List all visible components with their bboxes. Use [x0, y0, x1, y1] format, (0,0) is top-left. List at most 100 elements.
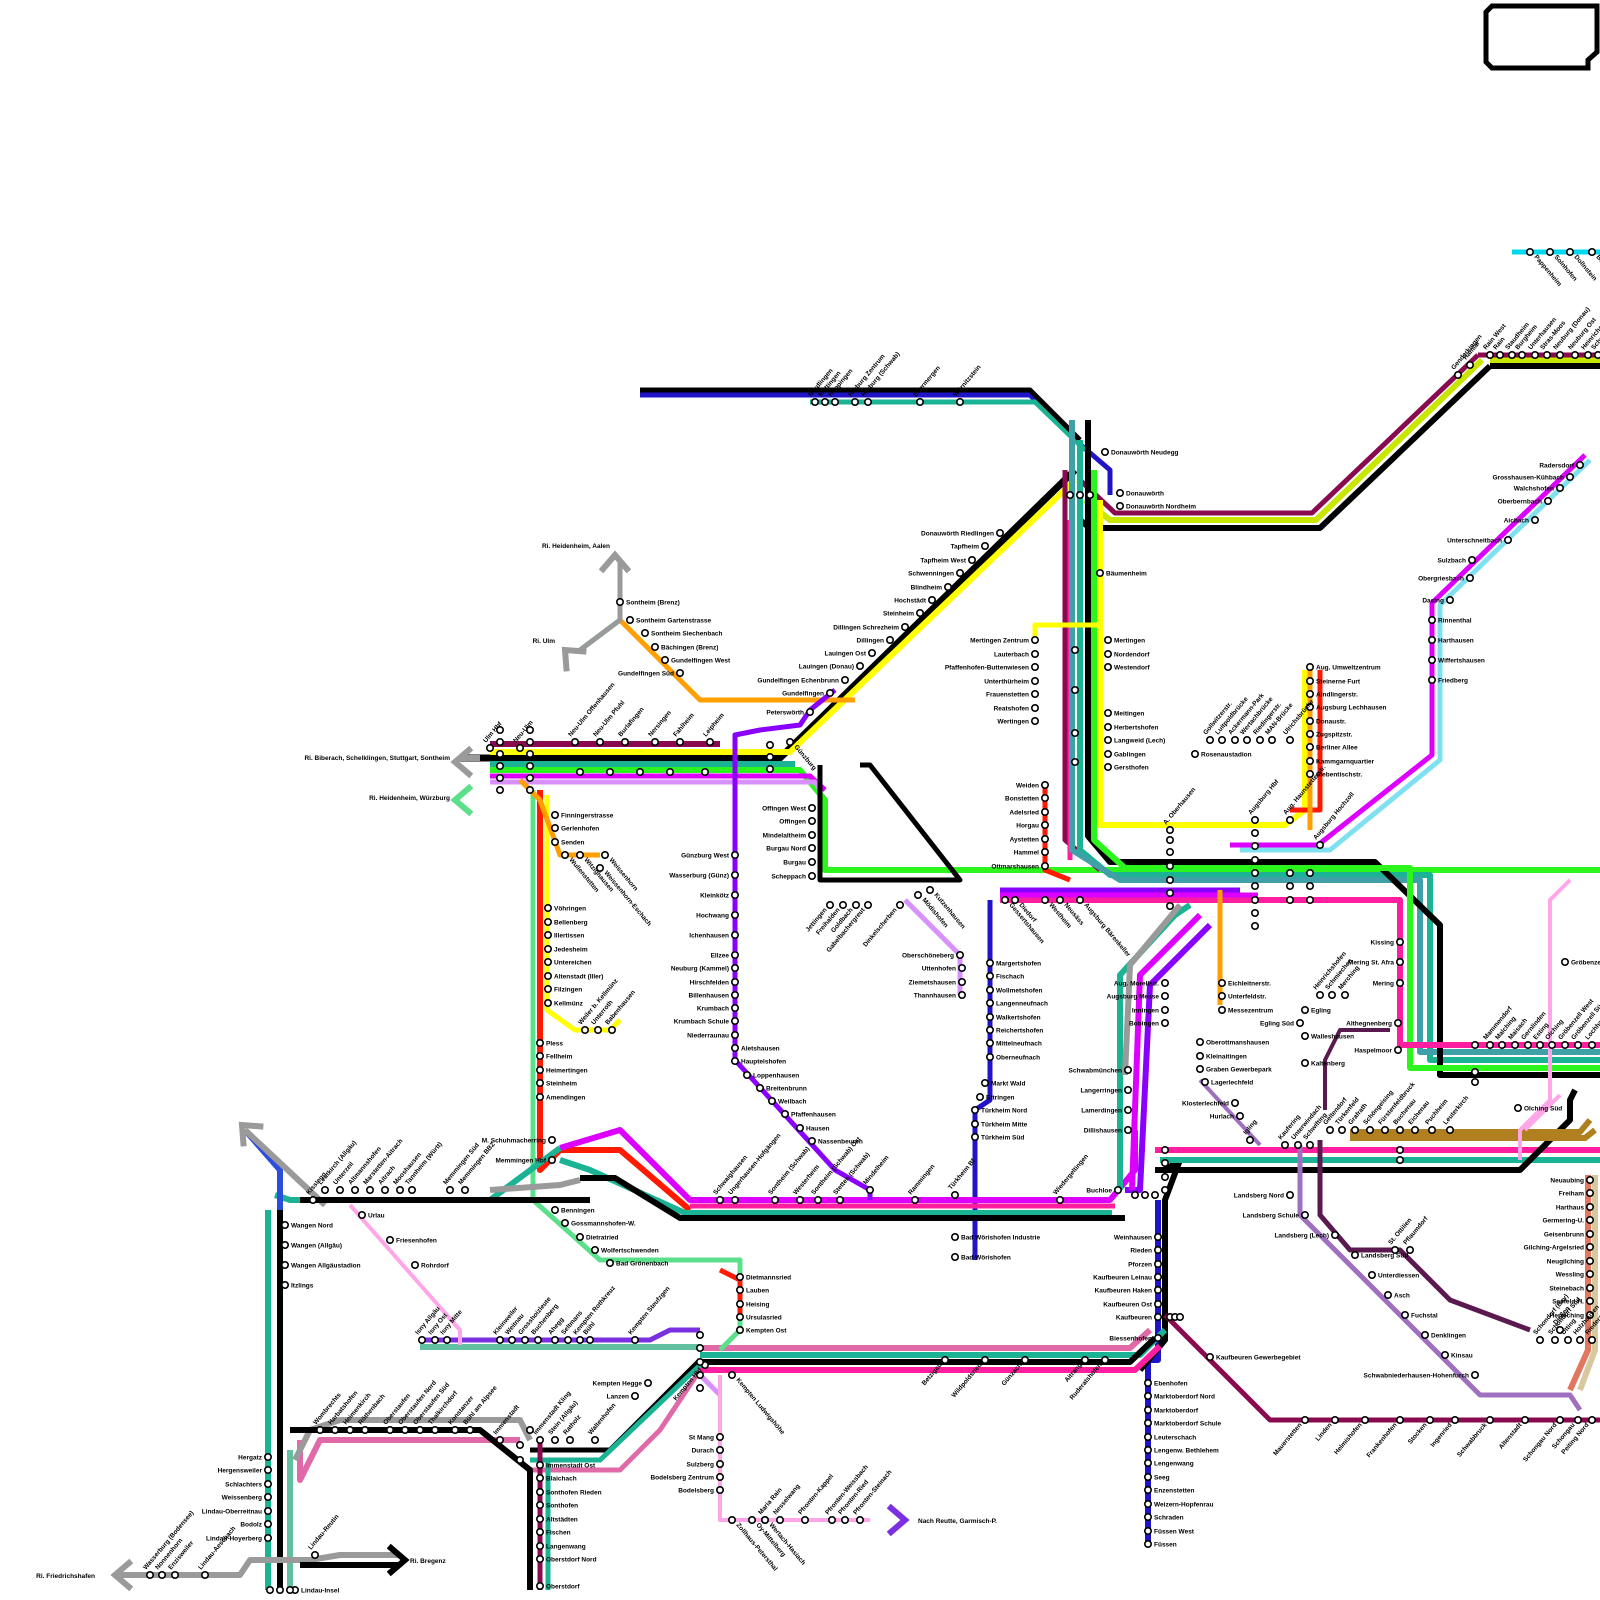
station-dot-memmingen-bbz[interactable]: [460, 1186, 469, 1195]
station-dot-altenstadt-iller[interactable]: [543, 971, 552, 980]
station-dot-mindelheim[interactable]: [865, 1186, 874, 1195]
station-dot-lanzen[interactable]: [630, 1392, 639, 1401]
station-dot-harthaus[interactable]: [1586, 1203, 1595, 1212]
station-dot-bühl[interactable]: [585, 1336, 594, 1345]
station-dot-gablingen[interactable]: [1104, 749, 1113, 758]
station-dot-enzisweiler[interactable]: [171, 1571, 180, 1580]
station-dot-finningerstrasse[interactable]: [550, 810, 559, 819]
station-dot-langenwang[interactable]: [535, 1542, 544, 1551]
station-dot-freihalden[interactable]: [838, 900, 847, 909]
station-dot-grosshoizleute[interactable]: [520, 1336, 529, 1345]
station-dot-ebenhofen[interactable]: [1144, 1379, 1153, 1388]
station-dot-schwaighausen[interactable]: [715, 1196, 724, 1205]
station-dot-unterthürheim[interactable]: [1031, 676, 1040, 685]
station-dot[interactable]: [605, 767, 614, 776]
station-dot-pfronten-kappel[interactable]: [800, 1516, 809, 1525]
station-dot-günzach[interactable]: [1020, 1356, 1029, 1365]
station-dot-landsberg-lech[interactable]: [1331, 1231, 1340, 1240]
station-dot-augsburg-messe[interactable]: [1161, 991, 1170, 1000]
station-dot-burgau-nord[interactable]: [807, 843, 816, 852]
station-dot-blaichach[interactable]: [535, 1474, 544, 1483]
station-dot-pappenheim[interactable]: [1526, 248, 1535, 257]
station-dot-sontheim-gartenstrasse[interactable]: [625, 615, 634, 624]
station-dot-jettingen[interactable]: [825, 900, 834, 909]
station-dot-steinheim[interactable]: [915, 608, 924, 617]
station-dot-ebermergen[interactable]: [915, 397, 924, 406]
station-dot-neuburg-kammel[interactable]: [730, 963, 739, 972]
station-dot-mering[interactable]: [1396, 978, 1405, 987]
station-dot-lengenwang[interactable]: [1144, 1459, 1153, 1468]
station-dot-bellenberg[interactable]: [543, 917, 552, 926]
station-dot-unterdiessen[interactable]: [1368, 1271, 1377, 1280]
station-dot-kempten-steufzgen[interactable]: [630, 1336, 639, 1345]
station-dot-lauben[interactable]: [735, 1286, 744, 1295]
station-dot-unterschneitbach[interactable]: [1504, 535, 1513, 544]
station-dot-augsburg-hbf[interactable]: [1251, 815, 1260, 824]
station-dot[interactable]: [1161, 1146, 1170, 1155]
station-dot[interactable]: [1166, 835, 1175, 844]
station-dot-donaustr[interactable]: [1306, 716, 1315, 725]
station-dot-freiham[interactable]: [1586, 1189, 1595, 1198]
station-dot[interactable]: [765, 764, 774, 773]
station-dot-betzigau[interactable]: [940, 1356, 949, 1365]
station-dot-ingenried[interactable]: [1451, 1416, 1460, 1425]
station-dot-lauingen-donau[interactable]: [855, 661, 864, 670]
station-dot-burgau[interactable]: [807, 857, 816, 866]
station-dot-klosterlechfeld[interactable]: [1231, 1099, 1240, 1108]
station-dot-isny-mitte[interactable]: [442, 1336, 451, 1345]
station-dot-senden[interactable]: [550, 837, 559, 846]
station-dot-unterzeil[interactable]: [335, 1186, 344, 1195]
station-dot-man-brücke[interactable]: [1268, 735, 1277, 744]
station-dot-althegnenberg[interactable]: [1394, 1018, 1403, 1027]
station-dot[interactable]: [1251, 868, 1260, 877]
station-dot-gundelfingen-west[interactable]: [660, 655, 669, 664]
station-dot-fischach[interactable]: [985, 971, 994, 980]
station-dot-gossmannshofen-w[interactable]: [560, 1219, 569, 1228]
station-dot-heinrichsheim[interactable]: [1584, 350, 1593, 359]
station-dot-oberottmanshausen[interactable]: [1196, 1038, 1205, 1047]
station-dot-kempten-hegge[interactable]: [643, 1379, 652, 1388]
station-dot-gundelfingen-echenbrunn[interactable]: [840, 675, 849, 684]
station-dot-schöngeising[interactable]: [1366, 1126, 1375, 1135]
station-dot-sulzbach[interactable]: [1468, 555, 1477, 564]
station-dot-bodolz[interactable]: [263, 1520, 272, 1529]
station-dot-hochstädt[interactable]: [927, 595, 936, 604]
station-dot[interactable]: [695, 1331, 704, 1340]
station-dot-leuterkirch[interactable]: [1446, 1126, 1455, 1135]
station-dot[interactable]: [1396, 1146, 1405, 1155]
station-dot-ungerhausen-hofgängen[interactable]: [730, 1196, 739, 1205]
station-dot-neuaubing[interactable]: [1586, 1176, 1595, 1185]
station-dot-bad-wörishofen-industrie[interactable]: [950, 1233, 959, 1242]
station-dot-kempten-rothkreuz[interactable]: [575, 1336, 584, 1345]
station-dot-füssen[interactable]: [1144, 1540, 1153, 1549]
station-dot-wörnitzstein[interactable]: [955, 397, 964, 406]
station-dot-messezentrum[interactable]: [1218, 1005, 1227, 1014]
station-dot[interactable]: [575, 767, 584, 776]
station-dot-stein-allgäu[interactable]: [550, 1436, 559, 1445]
station-dot-gersthofen[interactable]: [1104, 762, 1113, 771]
station-dot-a-oberhausen[interactable]: [1166, 825, 1175, 834]
station-dot-ulrichsbrücke[interactable]: [1286, 735, 1295, 744]
station-dot-reichertshofen[interactable]: [985, 1026, 994, 1035]
station-dot-offingen-west[interactable]: [807, 803, 816, 812]
station-dot-kempten-ludwigshöhe[interactable]: [727, 1371, 736, 1380]
station-dot-lagerlechfeld[interactable]: [1201, 1078, 1210, 1087]
station-dot-kaufbeuren[interactable]: [1154, 1313, 1163, 1322]
station-dot[interactable]: [1471, 1068, 1480, 1077]
station-dot-igling[interactable]: [1246, 1136, 1255, 1145]
station-dot-dasing[interactable]: [1446, 595, 1455, 604]
station-dot-fellheim[interactable]: [535, 1052, 544, 1061]
station-dot-dinkelscherben[interactable]: [895, 900, 904, 909]
station-dot-pfaffenhofen-buttenwiesen[interactable]: [1031, 662, 1040, 671]
station-dot-aug-morellstr[interactable]: [1161, 978, 1170, 987]
station-dot-st-mang[interactable]: [715, 1433, 724, 1442]
station-dot-scheppach[interactable]: [807, 871, 816, 880]
station-dot-merching[interactable]: [1341, 990, 1350, 999]
station-dot-linden[interactable]: [1331, 1416, 1340, 1425]
station-dot-weizern-hopfenrau[interactable]: [1144, 1500, 1153, 1509]
station-dot-konstanzer[interactable]: [450, 1426, 459, 1435]
station-dot-sontheim-brenz[interactable]: [615, 597, 624, 606]
station-dot-tannheim-württ[interactable]: [407, 1186, 416, 1195]
station-dot-kisslegg[interactable]: [308, 1196, 317, 1205]
station-dot-altmannshofen[interactable]: [350, 1186, 359, 1195]
